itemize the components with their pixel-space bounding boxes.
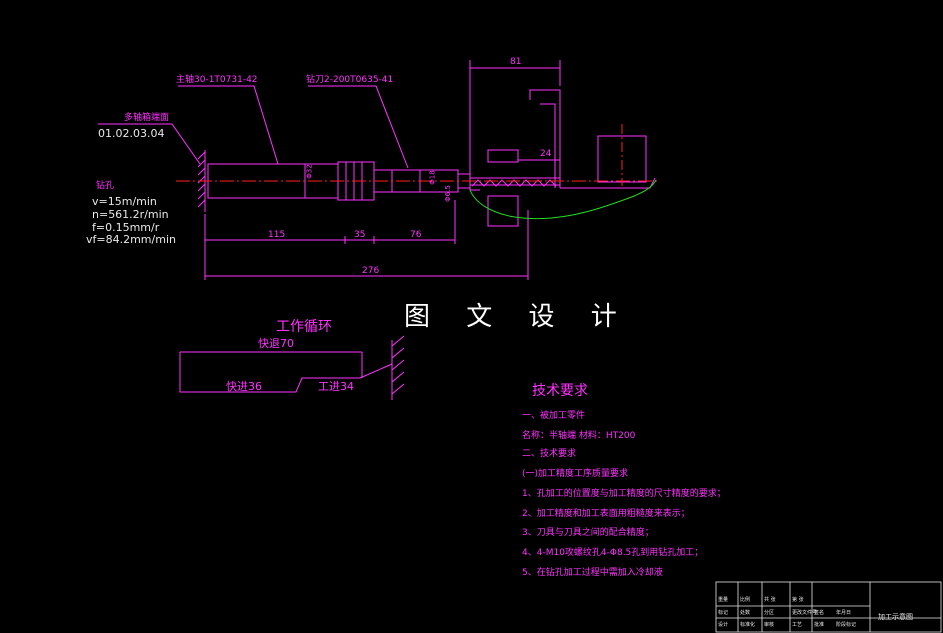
dia-32-label: Φ32 — [305, 164, 314, 179]
tech-item: 一、被加工零件 — [522, 411, 586, 421]
tb-cell: 共 张 — [764, 597, 776, 603]
spindle-callout: 主轴30-1T0731-42 — [176, 75, 258, 85]
tb-cell: 批准 — [814, 622, 825, 628]
cutting-speed: v=15m/min — [92, 195, 157, 208]
tech-item: 1、孔加工的位置度与加工精度的尺寸精度的要求； — [522, 489, 726, 499]
cycle-tool-tip — [359, 363, 393, 379]
tech-item: 5、在钻孔加工过程中需加入冷却液 — [522, 568, 663, 578]
dia-18-label: Φ18 — [428, 170, 437, 185]
dim-35-label: 35 — [354, 230, 366, 240]
tb-cell: 标准化 — [740, 622, 756, 628]
title-block-name: 加工示意图 — [878, 613, 913, 621]
cycle-title: 工作循环 — [276, 319, 332, 335]
tb-cell: 分区 — [764, 610, 775, 616]
cycle-feed-path — [179, 352, 360, 393]
box-code: 01.02.03.04 — [98, 127, 165, 140]
title-block — [715, 581, 942, 633]
box-end-face-hatch — [197, 151, 206, 208]
tb-cell: 处数 — [740, 610, 751, 616]
watermark: 图 文 设 计 — [404, 302, 631, 332]
tb-cell: 年月日 — [836, 610, 852, 616]
tb-cell: 比例 — [740, 597, 751, 603]
tb-cell: 签名 — [814, 610, 825, 616]
tech-item: 4、4-M10攻螺纹孔4-Φ8.5孔到用钻孔加工； — [522, 548, 704, 558]
guide-bush-top — [487, 149, 519, 163]
cycle-wall-hatch — [391, 335, 405, 395]
dim-115-label: 115 — [268, 230, 286, 240]
dim-76-label: 76 — [410, 230, 422, 240]
fixture-plate — [469, 60, 480, 191]
tb-cell: 审核 — [764, 622, 775, 628]
tech-item: 名称：半轴端 材料：HT200 — [522, 431, 636, 441]
drill-flute — [471, 179, 557, 187]
tb-cell: 设计 — [718, 622, 729, 628]
tech-item: 二、技术要求 — [522, 449, 577, 459]
fixture-bracket — [529, 89, 561, 188]
cycle-work-feed-label: 工进34 — [318, 380, 354, 393]
tech-title: 技术要求 — [532, 383, 588, 399]
cycle-rapid-forward-label: 快进36 — [226, 380, 262, 393]
tool-leader — [308, 85, 409, 169]
guide-bush-bottom — [487, 195, 519, 227]
tb-cell: 第 张 — [792, 597, 804, 603]
tb-cell: 工艺 — [792, 622, 803, 628]
dim-top-label: 81 — [510, 57, 522, 67]
dia-6-5-label: Φ6.5 — [443, 185, 452, 202]
dim-right-label: 24 — [540, 149, 552, 159]
tool-callout: 钻刀2-200T0635-41 — [306, 75, 394, 85]
cutting-rpm: n=561.2r/min — [92, 208, 169, 221]
dim-276-label: 276 — [362, 266, 380, 276]
workpiece-outline — [560, 177, 656, 189]
spindle-leader — [178, 85, 279, 165]
tb-cell: 重量 — [718, 597, 729, 603]
box-callout: 多轴箱端面 — [124, 113, 170, 123]
cutting-feed-rate: vf=84.2mm/min — [86, 233, 176, 246]
tech-item: (一)加工精度工序质量要求 — [522, 469, 629, 479]
workpiece-curve — [469, 179, 657, 220]
tech-item: 3、刀具与刀具之间的配合精度； — [522, 528, 654, 538]
box-leader — [98, 123, 201, 165]
tech-item: 2、加工精度和加工表面用粗糙度来表示； — [522, 509, 690, 519]
cycle-rapid-return-label: 快退70 — [258, 337, 294, 350]
tb-cell: 阶段标记 — [836, 622, 857, 628]
cutting-feed: f=0.15mm/r — [92, 221, 160, 234]
cutting-title: 钻孔 — [96, 181, 115, 191]
tb-cell: 更改文件号 — [792, 610, 818, 616]
tb-cell: 标记 — [718, 610, 729, 616]
